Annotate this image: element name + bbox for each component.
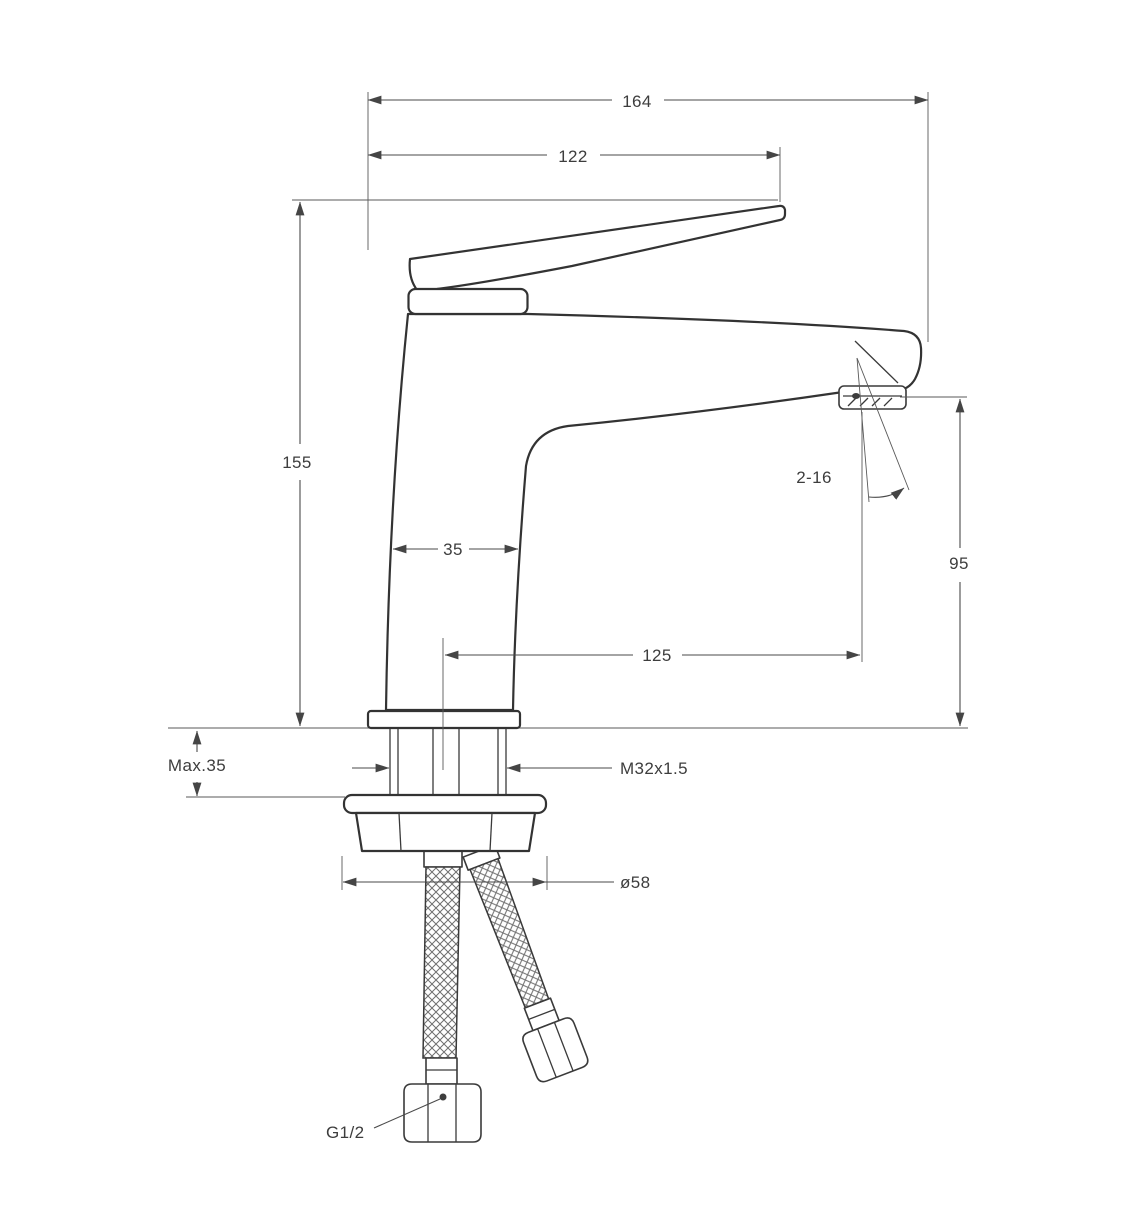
dim-label-overall-height: 155: [282, 453, 312, 472]
dim-spout-height: 95: [900, 396, 969, 727]
dim-total-projection: 164: [367, 92, 929, 342]
dim-label-shank-thread: M32x1.5: [620, 759, 688, 778]
mounting-shank: [389, 729, 507, 795]
braided-hose: [469, 857, 550, 1009]
dim-shank-thread: M32x1.5: [352, 759, 688, 778]
dim-label-body-width: 35: [443, 540, 463, 559]
supply-hose-angled: [462, 844, 589, 1083]
dim-label-total-projection: 164: [622, 92, 652, 111]
faucet-outline: [168, 204, 968, 1143]
dim-overall-height: 155: [282, 199, 778, 727]
spout-face-line: [854, 340, 899, 384]
dim-label-spout-reach: 125: [642, 646, 672, 665]
braided-hose: [422, 866, 461, 1059]
aerator-outlet-dot: [852, 393, 860, 399]
dim-label-hose-connection: G1/2: [326, 1123, 364, 1142]
leader-dot: [439, 1093, 447, 1101]
dim-base-diameter: ø58: [341, 856, 651, 892]
dim-label-spout-height: 95: [949, 554, 969, 573]
dim-label-stream-angle: 2-16: [796, 468, 832, 487]
dim-max-deck-thickness: Max.35: [168, 730, 345, 798]
dim-handle-projection: 122: [367, 147, 781, 202]
supply-hose-straight: [403, 850, 482, 1143]
lever-handle: [408, 204, 787, 292]
dim-stream-angle: 2-16: [796, 357, 910, 503]
dim-label-max-deck-thickness: Max.35: [168, 756, 226, 775]
dim-spout-reach: 125: [442, 412, 863, 770]
washer-plate: [342, 793, 548, 815]
dim-body-width: 35: [392, 540, 519, 559]
mounting-nut: [354, 811, 537, 853]
dim-label-handle-projection: 122: [558, 147, 588, 166]
faucet-body-spout: [384, 312, 923, 712]
base-flange: [366, 709, 522, 730]
dim-hose-connection: G1/2: [326, 1093, 447, 1142]
hose-end-nut: [403, 1083, 482, 1143]
handle-base-collar: [407, 287, 529, 316]
dim-label-base-diameter: ø58: [620, 873, 651, 892]
